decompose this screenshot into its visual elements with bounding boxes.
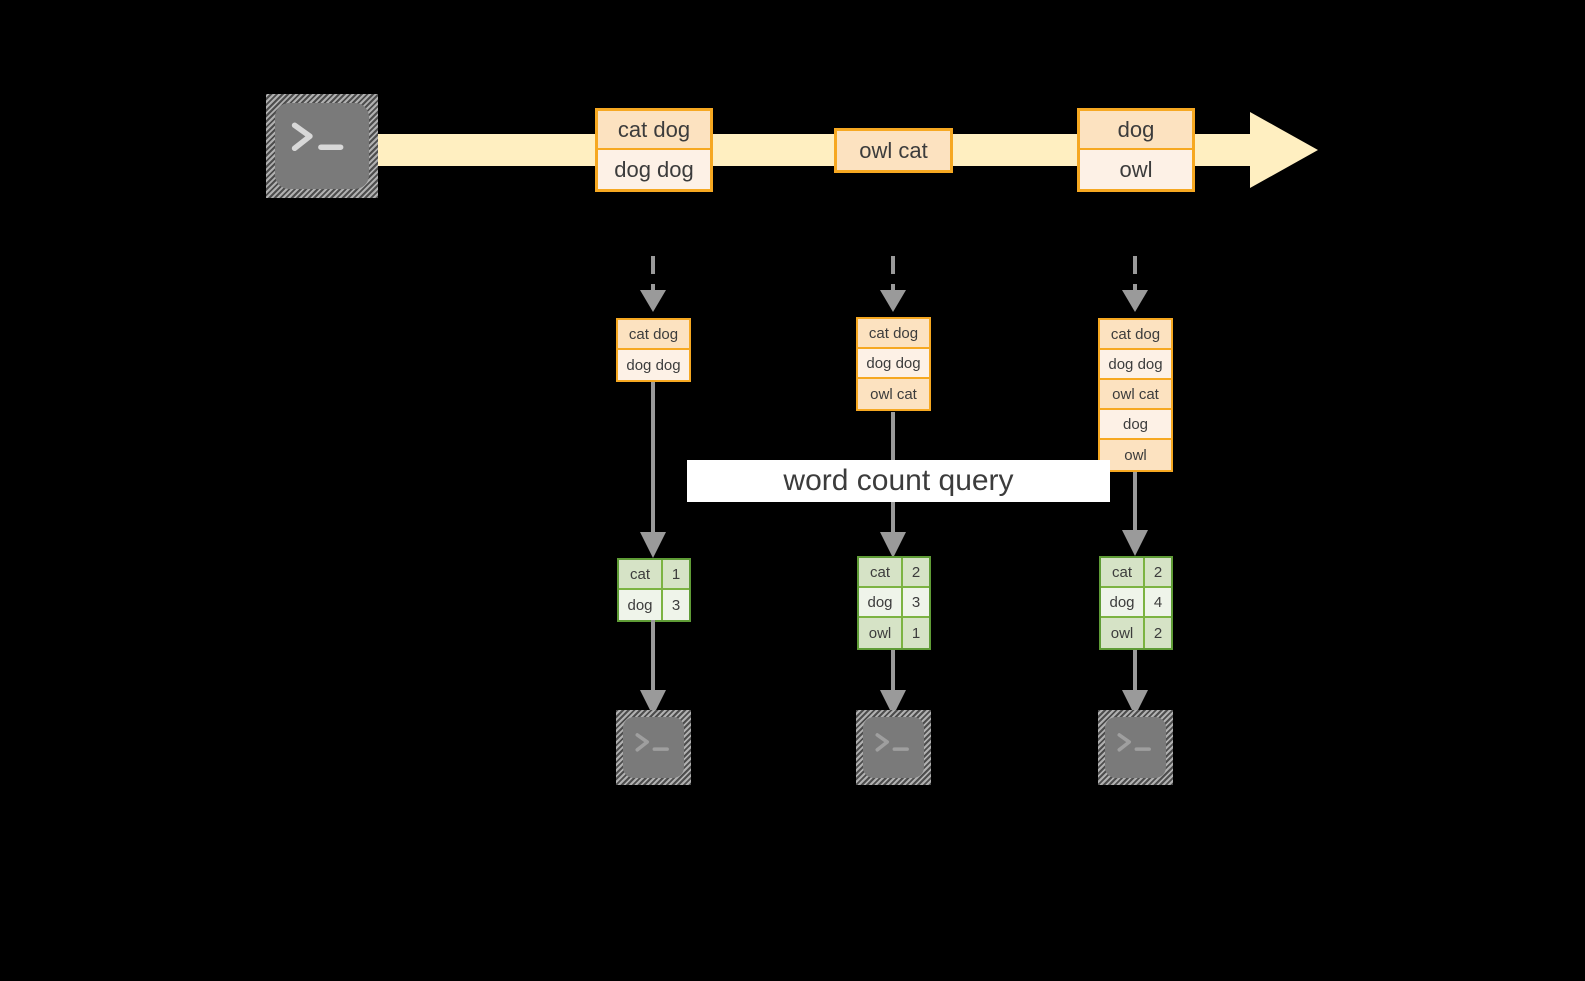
- result-count: 3: [903, 588, 929, 616]
- prompt-glyph-icon: [1117, 733, 1151, 752]
- input-row: owl cat: [1100, 380, 1171, 410]
- sink-terminal-icon-2: [856, 710, 931, 785]
- sink-terminal-icon-3: [1098, 710, 1173, 785]
- sink-arrow-2-icon: [880, 650, 906, 716]
- stream-batch-3: dog owl: [1077, 108, 1195, 192]
- result-count: 2: [1145, 558, 1171, 586]
- result-row: dog 3: [859, 588, 929, 618]
- result-count: 1: [903, 618, 929, 648]
- stream-message: cat dog: [598, 111, 710, 150]
- stream-message: dog dog: [598, 150, 710, 189]
- terminal-body: [863, 717, 924, 778]
- result-row: dog 4: [1101, 588, 1171, 618]
- trigger-arrow-1-icon: [640, 256, 666, 312]
- sink-arrow-1-icon: [640, 620, 666, 716]
- input-row: dog dog: [858, 349, 929, 379]
- result-word: cat: [619, 560, 663, 588]
- result-row: cat 2: [859, 558, 929, 588]
- input-row: owl: [1100, 440, 1171, 470]
- query-label: word count query: [687, 460, 1110, 502]
- result-count: 3: [663, 590, 689, 620]
- input-row: cat dog: [1100, 320, 1171, 350]
- prompt-glyph-icon: [291, 123, 344, 152]
- result-table-3: cat 2 dog 4 owl 2: [1099, 556, 1173, 650]
- query-arrow-1-icon: [640, 382, 666, 558]
- result-row: owl 2: [1101, 618, 1171, 648]
- trigger-arrow-3-icon: [1122, 256, 1148, 312]
- sink-arrow-3-icon: [1122, 650, 1148, 716]
- input-table-3: cat dog dog dog owl cat dog owl: [1098, 318, 1173, 472]
- result-row: owl 1: [859, 618, 929, 648]
- stream-batch-1: cat dog dog dog: [595, 108, 713, 192]
- result-word: owl: [1101, 618, 1145, 648]
- result-word: owl: [859, 618, 903, 648]
- result-word: cat: [859, 558, 903, 586]
- result-count: 2: [903, 558, 929, 586]
- stream-message: owl cat: [837, 131, 950, 170]
- stream-message: owl: [1080, 150, 1192, 189]
- result-count: 2: [1145, 618, 1171, 648]
- sink-terminal-icon-1: [616, 710, 691, 785]
- result-row: dog 3: [619, 590, 689, 620]
- input-row: cat dog: [618, 320, 689, 350]
- source-terminal-icon: [266, 94, 378, 198]
- terminal-body: [275, 103, 369, 189]
- stream-message: dog: [1080, 111, 1192, 150]
- result-row: cat 2: [1101, 558, 1171, 588]
- prompt-glyph-icon: [635, 733, 669, 752]
- input-row: cat dog: [858, 319, 929, 349]
- terminal-body: [1105, 717, 1166, 778]
- result-word: dog: [859, 588, 903, 616]
- result-word: cat: [1101, 558, 1145, 586]
- result-table-2: cat 2 dog 3 owl 1: [857, 556, 931, 650]
- input-row: dog dog: [1100, 350, 1171, 380]
- input-table-2: cat dog dog dog owl cat: [856, 317, 931, 411]
- input-row: dog dog: [618, 350, 689, 380]
- input-table-1: cat dog dog dog: [616, 318, 691, 382]
- result-word: dog: [619, 590, 663, 620]
- terminal-body: [623, 717, 684, 778]
- result-word: dog: [1101, 588, 1145, 616]
- query-arrow-3-icon: [1122, 472, 1148, 556]
- result-count: 4: [1145, 588, 1171, 616]
- result-row: cat 1: [619, 560, 689, 590]
- stream-batch-2: owl cat: [834, 128, 953, 173]
- prompt-glyph-icon: [875, 733, 909, 752]
- result-table-1: cat 1 dog 3: [617, 558, 691, 622]
- result-count: 1: [663, 560, 689, 588]
- input-row: owl cat: [858, 379, 929, 409]
- trigger-arrow-2-icon: [880, 256, 906, 312]
- input-row: dog: [1100, 410, 1171, 440]
